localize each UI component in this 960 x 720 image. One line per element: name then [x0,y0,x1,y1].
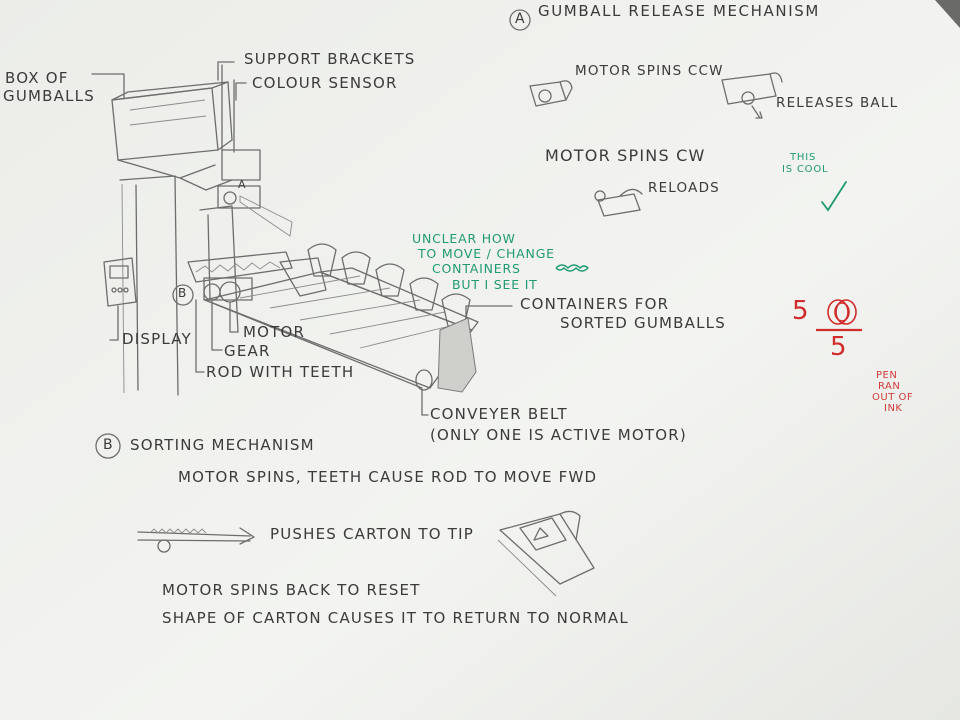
label-conveyor-line2: (ONLY ONE IS ACTIVE MOTOR) [430,427,687,444]
comment-unclear-4: BUT I SEE IT [452,278,538,292]
grade-numerator: 5 [792,296,809,326]
comment-unclear-3: CONTAINERS [432,262,521,276]
sorting-step2: MOTOR SPINS BACK TO RESET [162,582,421,599]
sorting-pushes: PUSHES CARTON TO TIP [270,526,474,543]
label-colour-sensor: COLOUR SENSOR [252,75,398,92]
comment-cool-2: IS COOL [782,164,828,176]
label-rod-with-teeth: ROD WITH TEETH [206,364,354,381]
release-ccw-text: MOTOR SPINS CCW [575,64,724,80]
sorting-step1: MOTOR SPINS, TEETH CAUSE ROD TO MOVE FWD [178,469,597,486]
grade-denominator: 5 [830,332,847,362]
label-gear: GEAR [224,343,271,360]
label-box-line1: BOX OF [5,70,69,87]
label-display: DISPLAY [122,331,192,348]
release-reloads-text: RELOADS [648,181,720,197]
comment-pen-2: RAN [878,381,900,392]
page-title: GUMBALL RELEASE MECHANISM [538,3,820,20]
sorting-title: SORTING MECHANISM [130,437,315,454]
comment-cool-1: THIS [790,152,816,164]
sorting-step3: SHAPE OF CARTON CAUSES IT TO RETURN TO N… [162,610,629,627]
comment-unclear-1: UNCLEAR HOW [412,232,516,246]
section-a-letter: A [515,11,526,27]
comment-pen-1: PEN [876,370,897,381]
release-ball-text: RELEASES BALL [776,96,898,112]
label-containers-line2: SORTED GUMBALLS [560,315,726,332]
comment-pen-3: OUT OF [872,392,913,403]
comment-unclear-2: TO MOVE / CHANGE [418,247,555,261]
comment-pen-4: INK [884,403,903,414]
section-a-marker: A [238,179,247,192]
label-motor: MOTOR [243,324,305,341]
label-support-brackets: SUPPORT BRACKETS [244,51,415,68]
section-b-letter: B [103,437,114,453]
label-conveyor-line1: CONVEYER BELT [430,406,568,423]
section-b-marker: B [178,287,187,301]
label-box-line2: GUMBALLS [3,88,95,105]
release-cw-text: MOTOR SPINS CW [545,147,706,165]
label-containers-line1: CONTAINERS FOR [520,296,669,313]
